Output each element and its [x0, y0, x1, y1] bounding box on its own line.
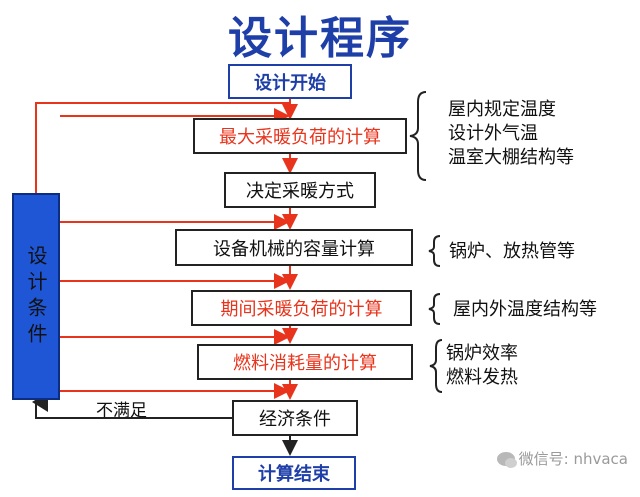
- loop-top: [35, 102, 290, 193]
- max-load-box: 最大采暖负荷的计算: [193, 118, 407, 154]
- brace-period: [428, 293, 441, 325]
- not-satisfied-label: 不满足: [96, 401, 147, 421]
- heating-method-box: 决定采暖方式: [224, 172, 376, 208]
- design-conditions-bar: 设计条件: [12, 193, 60, 400]
- watermark-text: 微信号: nhvaca: [518, 450, 628, 468]
- note-line: 锅炉效率: [446, 343, 518, 364]
- fuel-consumption-box: 燃料消耗量的计算: [197, 344, 413, 380]
- note-line: 锅炉、放热管等: [449, 241, 575, 262]
- watermark: 微信号: nhvaca: [496, 448, 628, 469]
- wechat-icon: [496, 451, 517, 468]
- note-line: 屋内规定温度: [448, 99, 556, 120]
- note-line: 燃料发热: [446, 367, 518, 388]
- end-box: 计算结束: [232, 456, 356, 490]
- note-fuel: 锅炉效率 燃料发热: [446, 342, 518, 390]
- loop-not-satisfied: [32, 392, 232, 419]
- brace-fuel: [429, 339, 443, 393]
- period-load-box: 期间采暖负荷的计算: [191, 290, 412, 326]
- brace-capacity: [428, 235, 441, 267]
- economy-box: 经济条件: [232, 400, 358, 436]
- design-conditions-label: 设计条件: [24, 244, 48, 349]
- note-period-load: 屋内外温度结构等: [453, 298, 597, 322]
- note-line: 设计外气温: [448, 123, 538, 144]
- start-box: 设计开始: [228, 64, 352, 99]
- note-line: 屋内外温度结构等: [453, 299, 597, 320]
- brace-maxload: [409, 91, 427, 181]
- capacity-box: 设备机械的容量计算: [175, 229, 413, 266]
- note-capacity: 锅炉、放热管等: [449, 240, 575, 264]
- note-max-load: 屋内规定温度 设计外气温 温室大棚结构等: [448, 98, 574, 170]
- page-title: 设计程序: [228, 13, 412, 64]
- note-line: 温室大棚结构等: [448, 147, 574, 168]
